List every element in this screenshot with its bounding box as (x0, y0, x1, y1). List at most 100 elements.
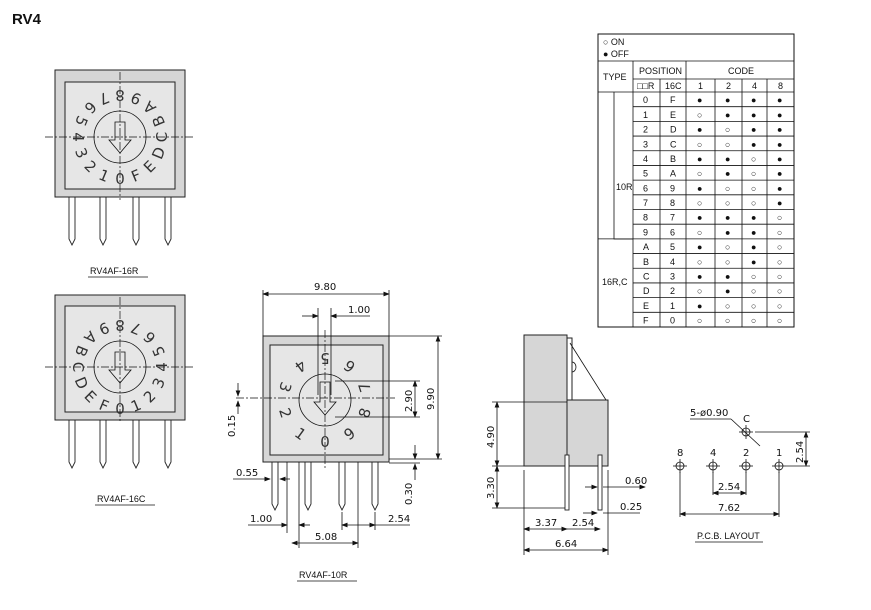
switch-face (269, 344, 384, 456)
code-dot: ○ (697, 227, 702, 237)
code-dot: ● (777, 169, 782, 179)
dial-label: 8 (115, 316, 125, 334)
dim-lead: 3.30 (486, 477, 497, 499)
dim-offset: 0.15 (227, 415, 238, 437)
position-r: 2 (643, 125, 648, 135)
code-dot: ○ (751, 169, 756, 179)
dim-pin-width: 0.55 (236, 468, 258, 479)
code-dot: ○ (725, 125, 730, 135)
dim-pin-tip: 0.25 (620, 502, 642, 513)
code-dot: ● (697, 213, 702, 223)
position-16c: A (670, 169, 676, 179)
position-r: D (643, 286, 650, 296)
dim-pcb-total: 7.62 (718, 503, 740, 514)
code-dot: ○ (777, 286, 782, 296)
dim-side-height: 4.90 (486, 426, 497, 448)
position-r: 1 (643, 110, 648, 120)
code-dot: ● (777, 95, 782, 105)
code-dot: ○ (725, 183, 730, 193)
legend-off: ● OFF (603, 49, 629, 59)
code-dot: ● (751, 257, 756, 267)
code-dot: ● (697, 183, 702, 193)
code-dot: ● (725, 271, 730, 281)
dim-standoff: 0.30 (404, 483, 415, 505)
position-16c: 2 (670, 286, 675, 296)
position-r: E (643, 301, 649, 311)
position-r: 0 (643, 95, 648, 105)
code-dot: ○ (777, 227, 782, 237)
view-label: RV4AF-16C (97, 494, 146, 504)
dial-label: 8 (115, 86, 125, 104)
hole-note: 5-ø0.90 (690, 408, 728, 419)
code-dot: ○ (751, 271, 756, 281)
dim-shaft: 1.00 (348, 305, 370, 316)
code-dot: ○ (725, 257, 730, 267)
dial-label: 4 (153, 362, 171, 372)
hole-label: C (743, 414, 750, 425)
position-16c: B (670, 154, 676, 164)
code-dot: ○ (697, 169, 702, 179)
code-dot: ○ (777, 242, 782, 252)
position-r: B (643, 257, 649, 267)
dim-height: 9.90 (426, 388, 437, 410)
code-dot: ● (697, 95, 702, 105)
dim-pin-thickness: 0.60 (625, 476, 647, 487)
code-dot: ● (697, 271, 702, 281)
position-16c: 3 (670, 271, 675, 281)
dim-width: 9.80 (314, 282, 336, 293)
code-dot: ● (751, 242, 756, 252)
position-r: 3 (643, 139, 648, 149)
pins (68, 419, 172, 470)
code-dot: ○ (697, 139, 702, 149)
dim-pcb-vertical: 2.54 (795, 441, 806, 463)
code-dot: ○ (777, 257, 782, 267)
arrow-down-icon (313, 381, 337, 416)
position-16c: F (670, 95, 676, 105)
position-16c: D (670, 125, 677, 135)
pos-col-r: □□R (637, 81, 655, 91)
code-dot: ● (697, 242, 702, 252)
code-dot: ● (725, 169, 730, 179)
position-16c: 9 (670, 183, 675, 193)
position-r: 7 (643, 198, 648, 208)
code-dot: ● (725, 110, 730, 120)
code-dot: ○ (777, 316, 782, 326)
side-body (523, 334, 568, 467)
code-dot: ● (751, 213, 756, 223)
dial-label: 0 (320, 433, 330, 451)
dial-label: C (153, 132, 171, 142)
position-16c: 0 (670, 316, 675, 326)
code-dot: ● (751, 125, 756, 135)
code-dot: ○ (697, 257, 702, 267)
dim-knob: 2.90 (404, 390, 415, 412)
code-dot: ● (725, 286, 730, 296)
dial-label: C (69, 362, 87, 372)
code-dot: ○ (725, 198, 730, 208)
code-dot: ○ (777, 301, 782, 311)
dial-label: 5 (320, 349, 330, 367)
code-dot: ○ (697, 110, 702, 120)
code-dot: ○ (697, 316, 702, 326)
position-r: 6 (643, 183, 648, 193)
position-r: A (643, 242, 649, 252)
code-dot: ● (751, 95, 756, 105)
position-16c: 4 (670, 257, 675, 267)
code-dot: ● (725, 95, 730, 105)
group-16rc: 16R,C (602, 277, 628, 287)
position-r: C (643, 271, 650, 281)
position-r: F (643, 316, 649, 326)
code-col-1: 1 (698, 81, 703, 91)
code-dot: ○ (751, 154, 756, 164)
pcb-hole: 4 (706, 448, 720, 473)
pins (68, 196, 172, 247)
code-dot: ● (751, 139, 756, 149)
code-dot: ○ (777, 271, 782, 281)
position-16c: C (670, 139, 677, 149)
pcb-hole: C (739, 414, 753, 439)
arrow-down-icon (108, 121, 132, 154)
hole-label: 8 (677, 448, 683, 459)
